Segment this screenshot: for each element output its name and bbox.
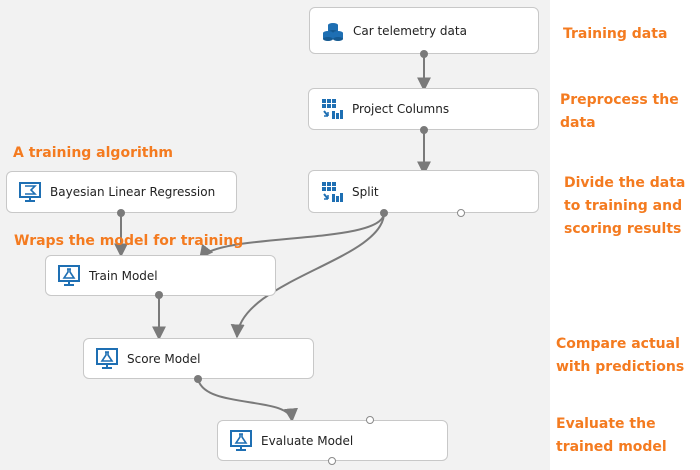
output-port-right[interactable] — [457, 209, 465, 217]
module-bayesian-linear-regression[interactable]: Bayesian Linear Regression — [6, 171, 237, 213]
module-label: Project Columns — [352, 102, 450, 116]
module-score-model[interactable]: Score Model — [83, 338, 314, 379]
annotation-line: Training data — [563, 26, 668, 42]
annotation-compare: Compare actual with predictions — [556, 333, 684, 379]
flask-icon — [230, 429, 252, 451]
module-label: Evaluate Model — [261, 433, 354, 448]
annotation-training-algorithm: A training algorithm — [13, 142, 173, 165]
module-train-model[interactable]: Train Model — [45, 255, 276, 296]
annotation-line: trained model — [556, 439, 667, 455]
output-port[interactable] — [194, 375, 202, 383]
model-icon — [19, 182, 41, 202]
output-port[interactable] — [328, 457, 336, 465]
annotation-preprocess: Preprocess the data — [560, 89, 679, 135]
module-evaluate-model[interactable]: Evaluate Model — [217, 420, 448, 461]
annotation-evaluate: Evaluate the trained model — [556, 413, 667, 459]
annotation-panel — [550, 0, 700, 470]
module-label: Car telemetry data — [353, 23, 467, 38]
output-port[interactable] — [117, 209, 125, 217]
annotation-line: data — [560, 115, 596, 131]
annotation-wraps-model: Wraps the model for training — [14, 230, 243, 253]
module-car-telemetry-data[interactable]: Car telemetry data — [309, 7, 539, 54]
module-project-columns[interactable]: Project Columns — [308, 88, 539, 130]
output-port[interactable] — [420, 50, 428, 58]
output-port-left[interactable] — [380, 209, 388, 217]
annotation-line: A training algorithm — [13, 145, 174, 161]
input-port-right[interactable] — [366, 416, 374, 424]
transform-icon — [322, 99, 343, 119]
output-port[interactable] — [155, 291, 163, 299]
annotation-line: Compare actual — [556, 336, 680, 352]
annotation-line: Divide the data — [564, 175, 686, 191]
module-label: Split — [352, 184, 379, 199]
output-port[interactable] — [420, 126, 428, 134]
annotation-divide-data: Divide the data to training and scoring … — [564, 172, 685, 241]
module-label: Bayesian Linear Regression — [50, 185, 216, 199]
annotation-line: to training and — [564, 198, 683, 214]
annotation-line: scoring results — [564, 221, 682, 237]
annotation-training-data: Training data — [563, 23, 667, 46]
module-split[interactable]: Split — [308, 170, 539, 213]
dataset-icon — [323, 22, 343, 41]
module-label: Score Model — [127, 351, 201, 366]
flask-icon — [96, 347, 118, 369]
module-label: Train Model — [89, 268, 158, 283]
annotation-line: Wraps the model for training — [14, 233, 244, 249]
annotation-line: Evaluate the — [556, 416, 656, 432]
annotation-line: Preprocess the — [560, 92, 679, 108]
flask-icon — [58, 264, 80, 286]
transform-icon — [322, 181, 343, 202]
annotation-line: with predictions — [556, 359, 685, 375]
